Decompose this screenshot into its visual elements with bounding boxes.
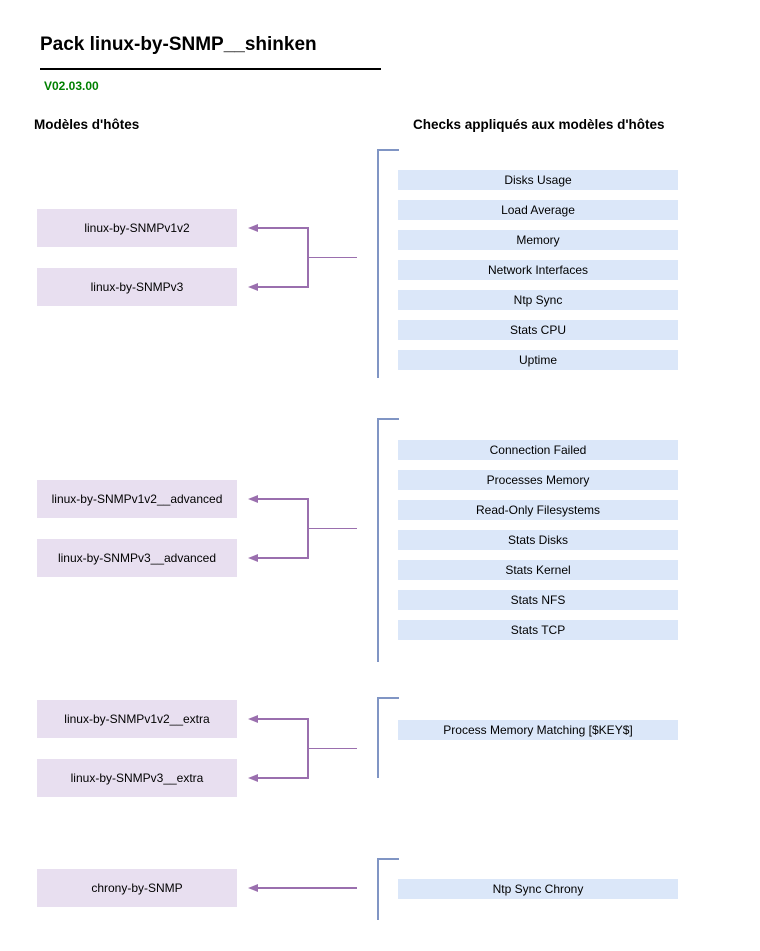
arrowhead-left-icon <box>248 282 258 291</box>
bracket-vertical-line <box>377 418 379 662</box>
check-box: Disks Usage <box>398 170 678 190</box>
check-box: Process Memory Matching [$KEY$] <box>398 720 678 740</box>
arrowhead-left-icon <box>248 883 258 892</box>
connector-branch-line <box>258 286 309 288</box>
host-template-box: linux-by-SNMPv1v2 <box>37 209 237 247</box>
check-box: Stats NFS <box>398 590 678 610</box>
page-title: Pack linux-by-SNMP__shinken <box>40 34 317 55</box>
check-box: Processes Memory <box>398 470 678 490</box>
host-template-box: linux-by-SNMPv3__advanced <box>37 539 237 577</box>
check-box: Ntp Sync Chrony <box>398 879 678 899</box>
bracket-vertical-line <box>377 858 379 920</box>
bracket-vertical-line <box>377 697 379 778</box>
check-box: Stats Kernel <box>398 560 678 580</box>
check-box: Stats CPU <box>398 320 678 340</box>
check-box: Load Average <box>398 200 678 220</box>
host-template-box: linux-by-SNMPv1v2__extra <box>37 700 237 738</box>
check-box: Read-Only Filesystems <box>398 500 678 520</box>
check-box: Stats Disks <box>398 530 678 550</box>
connector-branch-line <box>258 777 309 779</box>
arrowhead-left-icon <box>248 714 258 723</box>
bracket-top-stub <box>377 149 399 151</box>
check-box: Ntp Sync <box>398 290 678 310</box>
check-box: Uptime <box>398 350 678 370</box>
arrowhead-left-icon <box>248 223 258 232</box>
connector-branch-line <box>258 498 309 500</box>
arrowhead-left-icon <box>248 553 258 562</box>
connector-stem-line <box>258 887 357 889</box>
title-underline <box>40 68 381 70</box>
connector-branch-line <box>258 718 309 720</box>
arrowhead-left-icon <box>248 773 258 782</box>
host-template-box: linux-by-SNMPv3__extra <box>37 759 237 797</box>
connector-stem-line <box>307 256 357 259</box>
check-box: Stats TCP <box>398 620 678 640</box>
bracket-vertical-line <box>377 149 379 378</box>
hosts-heading: Modèles d'hôtes <box>34 117 140 132</box>
check-box: Connection Failed <box>398 440 678 460</box>
checks-heading: Checks appliqués aux modèles d'hôtes <box>413 117 665 132</box>
version-label: V02.03.00 <box>44 79 99 93</box>
host-template-box: linux-by-SNMPv3 <box>37 268 237 306</box>
host-template-box: chrony-by-SNMP <box>37 869 237 907</box>
connector-branch-line <box>258 227 309 229</box>
bracket-top-stub <box>377 697 399 699</box>
connector-stem-line <box>307 527 357 530</box>
check-box: Memory <box>398 230 678 250</box>
arrowhead-left-icon <box>248 494 258 503</box>
connector-stem-line <box>307 747 357 750</box>
host-template-box: linux-by-SNMPv1v2__advanced <box>37 480 237 518</box>
connector-branch-line <box>258 557 309 559</box>
check-box: Network Interfaces <box>398 260 678 280</box>
bracket-top-stub <box>377 858 399 860</box>
bracket-top-stub <box>377 418 399 420</box>
